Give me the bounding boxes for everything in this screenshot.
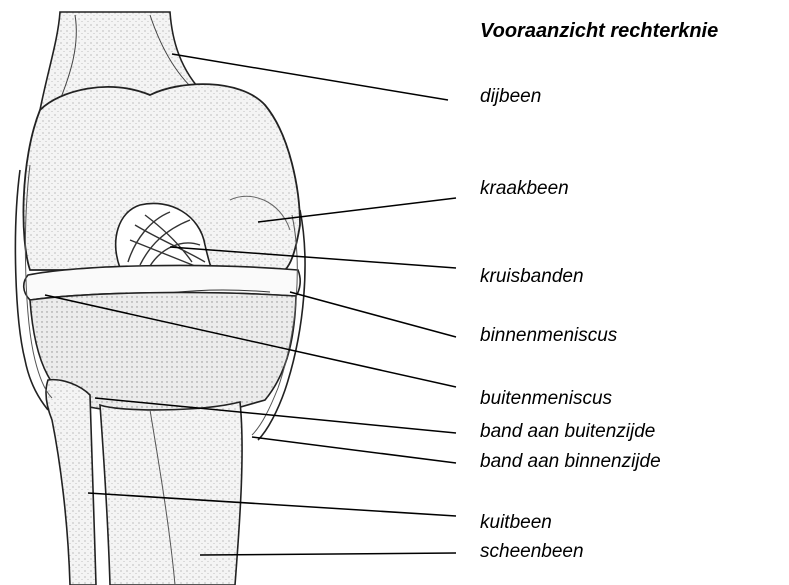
label-dijbeen: dijbeen xyxy=(480,86,541,108)
label-band-binnenzijde: band aan binnenzijde xyxy=(480,451,661,473)
label-binnenmeniscus: binnenmeniscus xyxy=(480,325,617,347)
tibia-shaft xyxy=(100,402,242,585)
label-buitenmeniscus: buitenmeniscus xyxy=(480,388,612,410)
diagram-title: Vooraanzicht rechterknie xyxy=(480,20,718,43)
fibula xyxy=(46,380,96,585)
label-kuitbeen: kuitbeen xyxy=(480,512,552,534)
label-band-buitenzijde: band aan buitenzijde xyxy=(480,421,655,443)
leader-band-binnenzijde xyxy=(252,437,456,463)
label-kruisbanden: kruisbanden xyxy=(480,266,584,288)
leader-scheenbeen xyxy=(200,553,456,555)
leader-binnenmeniscus xyxy=(290,292,456,337)
label-scheenbeen: scheenbeen xyxy=(480,541,584,563)
label-kraakbeen: kraakbeen xyxy=(480,178,569,200)
